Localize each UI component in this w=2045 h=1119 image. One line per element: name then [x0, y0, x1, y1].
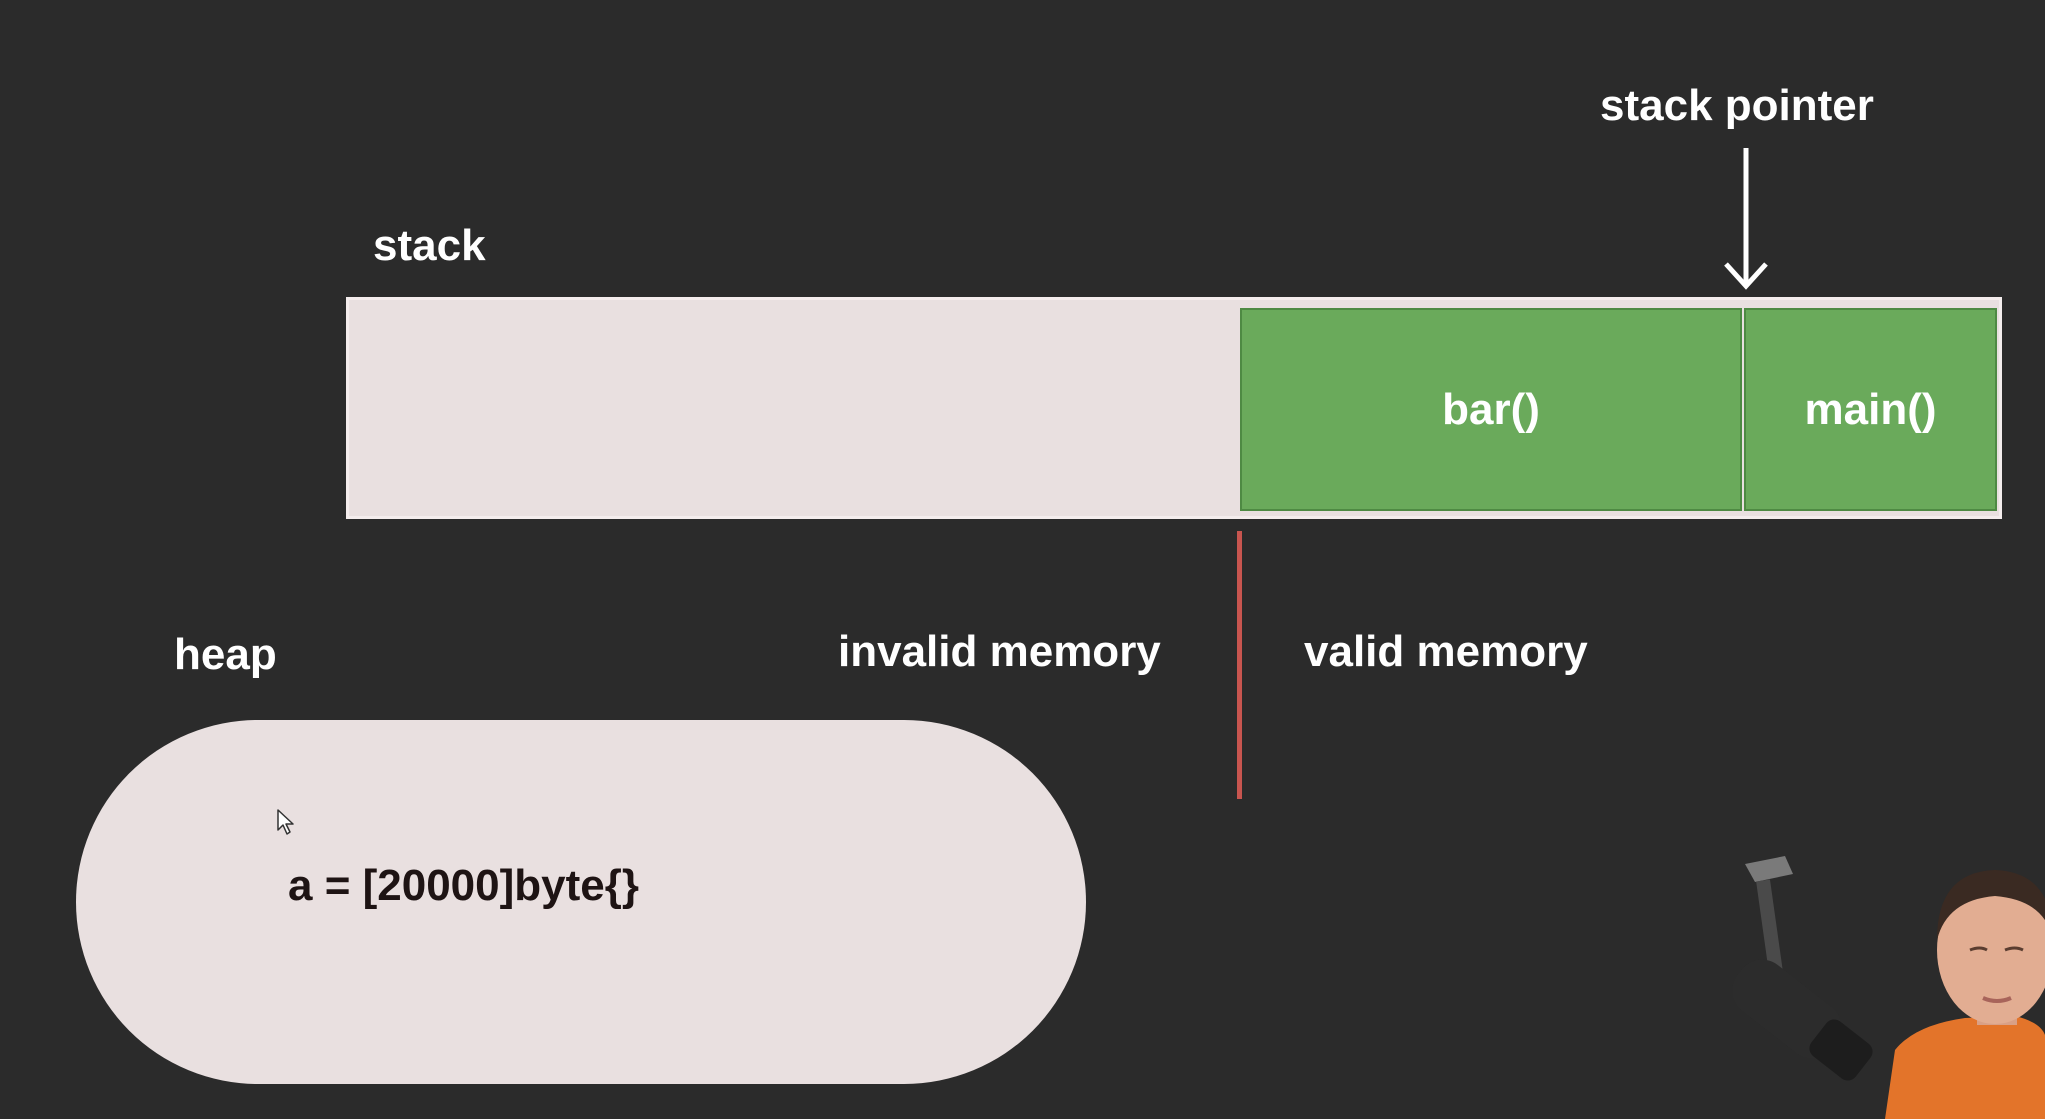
stack-frame-main: main() [1744, 308, 1997, 511]
heap-allocation-code: a = [20000]byte{} [288, 861, 639, 910]
heap-memory-region [76, 720, 1086, 1084]
mouse-cursor-icon [277, 809, 294, 835]
stack-pointer-label: stack pointer [1600, 81, 1874, 130]
stack-label: stack [373, 221, 486, 270]
stack-frame-main-label: main() [1804, 384, 1937, 434]
stack-pointer-arrow-icon [1724, 148, 1768, 290]
valid-memory-label: valid memory [1304, 627, 1588, 676]
stack-frame-bar-label: bar() [1442, 384, 1540, 434]
invalid-memory-label: invalid memory [838, 627, 1161, 676]
presenter-webcam-overlay [1732, 856, 2045, 1119]
memory-boundary-line [1237, 531, 1242, 799]
heap-label: heap [174, 630, 277, 679]
stack-frame-bar: bar() [1240, 308, 1742, 511]
